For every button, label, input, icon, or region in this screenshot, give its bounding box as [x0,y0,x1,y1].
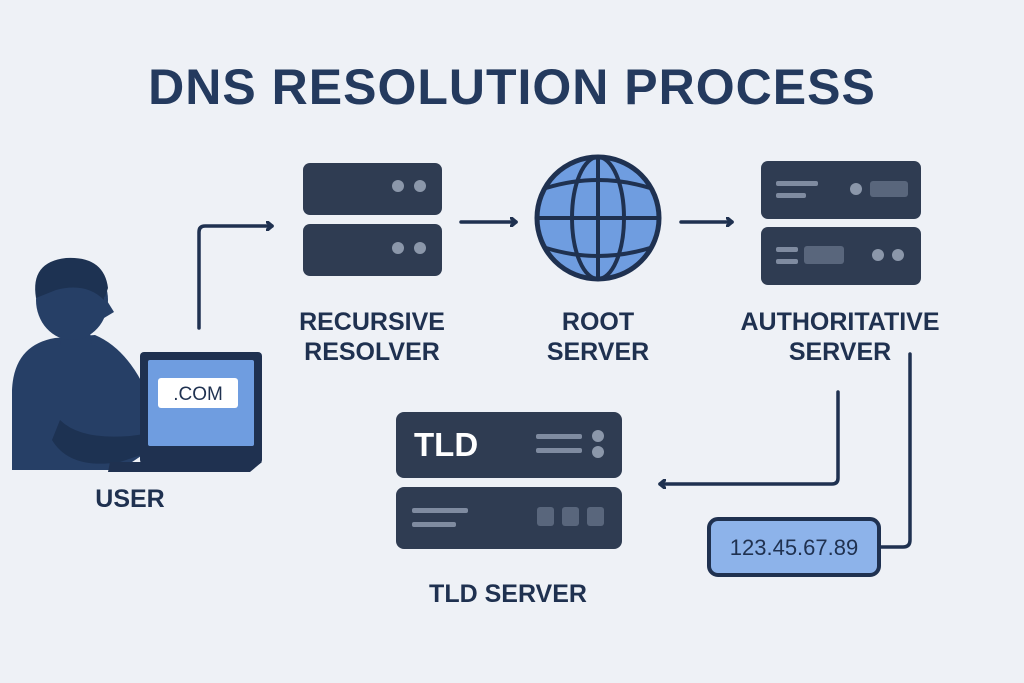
arrow-authoritative-to-tld [658,390,840,484]
recursive-resolver-label-line1: RECURSIVE [299,308,445,336]
recursive-resolver-server-icon [303,163,442,276]
laptop-screen-text: .COM [173,384,223,405]
recursive-resolver-label-line2: RESOLVER [304,338,440,366]
user-label: USER [95,485,165,513]
authoritative-server-label: AUTHORITATIVE SERVER [720,307,960,367]
authoritative-server-label-line2: SERVER [788,338,892,366]
ip-result-text: 123.45.67.89 [730,535,858,560]
ip-result-box: 123.45.67.89 [707,517,881,577]
root-server-label-line2: SERVER [546,338,650,366]
authoritative-server-icon [761,161,921,285]
laptop-icon: .COM [108,352,262,472]
tld-server-icon: TLD [396,412,622,549]
root-server-label: ROOT SERVER [498,307,698,367]
arrow-user-to-resolver [197,226,274,330]
recursive-resolver-label: RECURSIVE RESOLVER [272,307,472,367]
root-server-label-line1: ROOT [561,308,635,336]
authoritative-server-label-line1: AUTHORITATIVE [740,308,940,336]
page-title: DNS RESOLUTION PROCESS [148,59,876,115]
tld-server-label: TLD SERVER [429,580,587,608]
connector-authoritative-to-ip [878,352,912,549]
globe-icon [534,154,662,282]
tld-badge-text: TLD [414,426,478,463]
